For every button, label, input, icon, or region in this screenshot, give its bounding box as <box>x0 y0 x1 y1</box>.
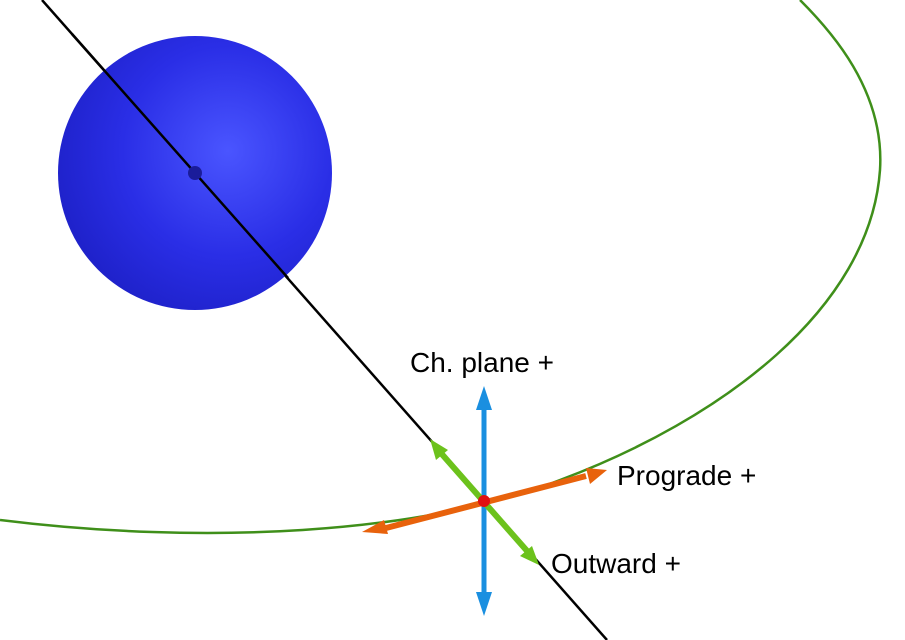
craft-marker <box>478 495 490 507</box>
radial-line-over-planet <box>71 33 289 279</box>
orbit-path <box>0 0 882 535</box>
label-normal: Ch. plane + <box>410 347 554 378</box>
planet-center-dot <box>188 166 202 180</box>
label-prograde: Prograde + <box>617 460 756 491</box>
label-radial: Outward + <box>551 548 681 579</box>
